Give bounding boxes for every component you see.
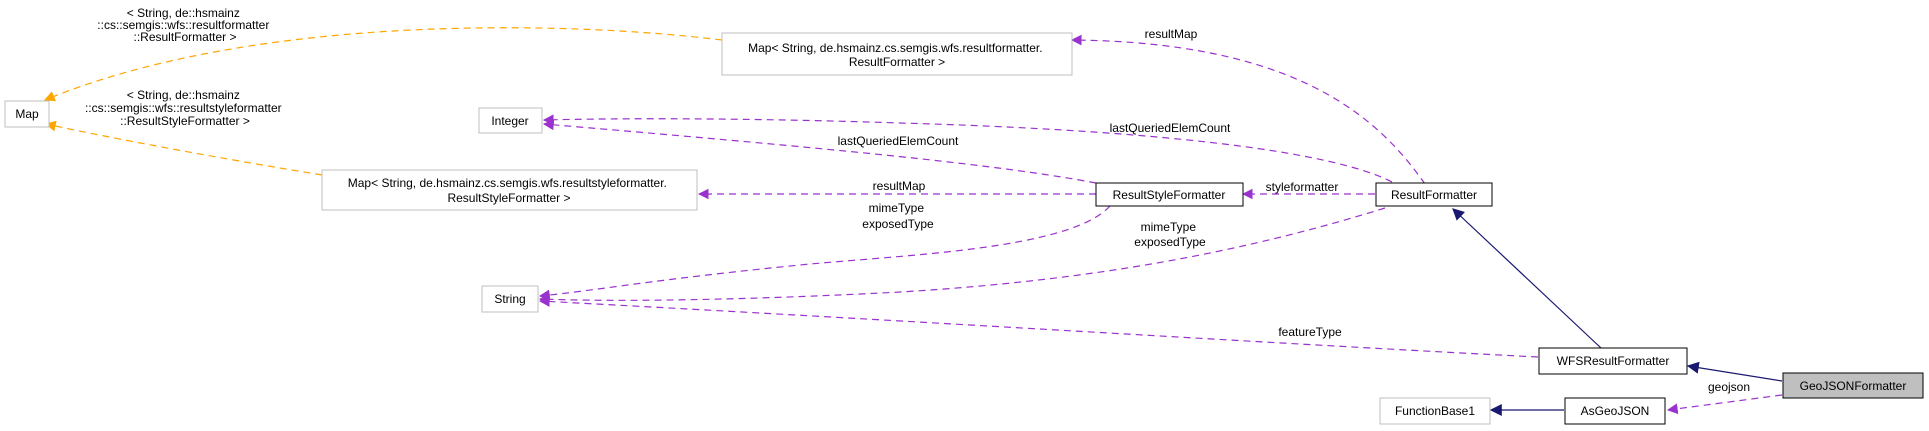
svg-text:ResultFormatter: ResultFormatter bbox=[1391, 188, 1477, 202]
edge-inherit-wfs-resultformatter bbox=[1452, 208, 1602, 349]
node-integer[interactable]: Integer bbox=[478, 107, 543, 134]
edge-label-resultmap-rsf: resultMap bbox=[873, 179, 926, 193]
node-asgeojson[interactable]: AsGeoJSON bbox=[1564, 397, 1666, 425]
node-map[interactable]: Map bbox=[4, 100, 50, 128]
node-functionbase1[interactable]: FunctionBase1 bbox=[1379, 397, 1491, 425]
edge-inherit-geojson-wfs bbox=[1686, 361, 1783, 382]
svg-text:ResultStyleFormatter: ResultStyleFormatter bbox=[1113, 188, 1226, 202]
edge-label-mimetype-rsf: mimeType exposedType bbox=[862, 201, 934, 231]
svg-text:Map< String, de.hsmainz.cs.sem: Map< String, de.hsmainz.cs.semgis.wfs.re… bbox=[748, 41, 1046, 69]
edge-resultmap-resultformatter bbox=[1070, 34, 1426, 185]
edge-label-template-resultstyleformatter: < String, de::hsmainz ::cs::semgis::wfs:… bbox=[85, 88, 285, 128]
svg-text:Integer: Integer bbox=[491, 114, 528, 128]
edge-featuretype bbox=[538, 296, 1539, 358]
svg-text:GeoJSONFormatter: GeoJSONFormatter bbox=[1800, 379, 1907, 393]
edge-lastqueried-resultformatter bbox=[542, 114, 1393, 183]
node-map-resultformatter[interactable]: Map< String, de.hsmainz.cs.semgis.wfs.re… bbox=[721, 32, 1073, 76]
edge-label-mimetype-rf: mimeType exposedType bbox=[1134, 220, 1206, 249]
edge-label-featuretype: featureType bbox=[1278, 325, 1342, 339]
svg-text:FunctionBase1: FunctionBase1 bbox=[1395, 404, 1475, 418]
edge-mimetype-resultformatter bbox=[538, 207, 1386, 305]
node-wfsresultformatter[interactable]: WFSResultFormatter bbox=[1538, 347, 1688, 375]
edge-label-styleformatter: styleformatter bbox=[1266, 180, 1339, 194]
edge-geojson bbox=[1666, 394, 1783, 415]
edge-label-resultmap-top: resultMap bbox=[1145, 27, 1198, 41]
node-string[interactable]: String bbox=[481, 285, 539, 313]
edge-label-lastqueried-rsf: lastQueriedElemCount bbox=[838, 134, 959, 148]
node-resultstyleformatter[interactable]: ResultStyleFormatter bbox=[1095, 182, 1244, 207]
node-resultformatter[interactable]: ResultFormatter bbox=[1375, 182, 1493, 207]
edge-label-lastqueried-rf: lastQueriedElemCount bbox=[1110, 121, 1231, 135]
edge-mimetype-resultstyleformatter bbox=[538, 205, 1111, 301]
edge-label-geojson: geojson bbox=[1708, 380, 1750, 394]
edge-label-template-resultformatter: < String, de::hsmainz ::cs::semgis::wfs:… bbox=[97, 6, 272, 44]
edge-template-resultformatter-map bbox=[44, 27, 723, 102]
svg-text:String: String bbox=[494, 292, 525, 306]
edge-lastqueried-resultstyleformatter bbox=[542, 119, 1097, 184]
svg-text:WFSResultFormatter: WFSResultFormatter bbox=[1557, 354, 1670, 368]
svg-text:Map: Map bbox=[15, 107, 39, 121]
svg-text:Map< String, de.hsmainz.cs.sem: Map< String, de.hsmainz.cs.semgis.wfs.re… bbox=[348, 176, 670, 205]
svg-text:AsGeoJSON: AsGeoJSON bbox=[1581, 404, 1650, 418]
node-map-resultstyleformatter[interactable]: Map< String, de.hsmainz.cs.semgis.wfs.re… bbox=[321, 169, 698, 211]
node-geojsonformatter[interactable]: GeoJSONFormatter bbox=[1782, 372, 1924, 399]
edge-template-resultstyleformatter-map bbox=[44, 120, 323, 176]
